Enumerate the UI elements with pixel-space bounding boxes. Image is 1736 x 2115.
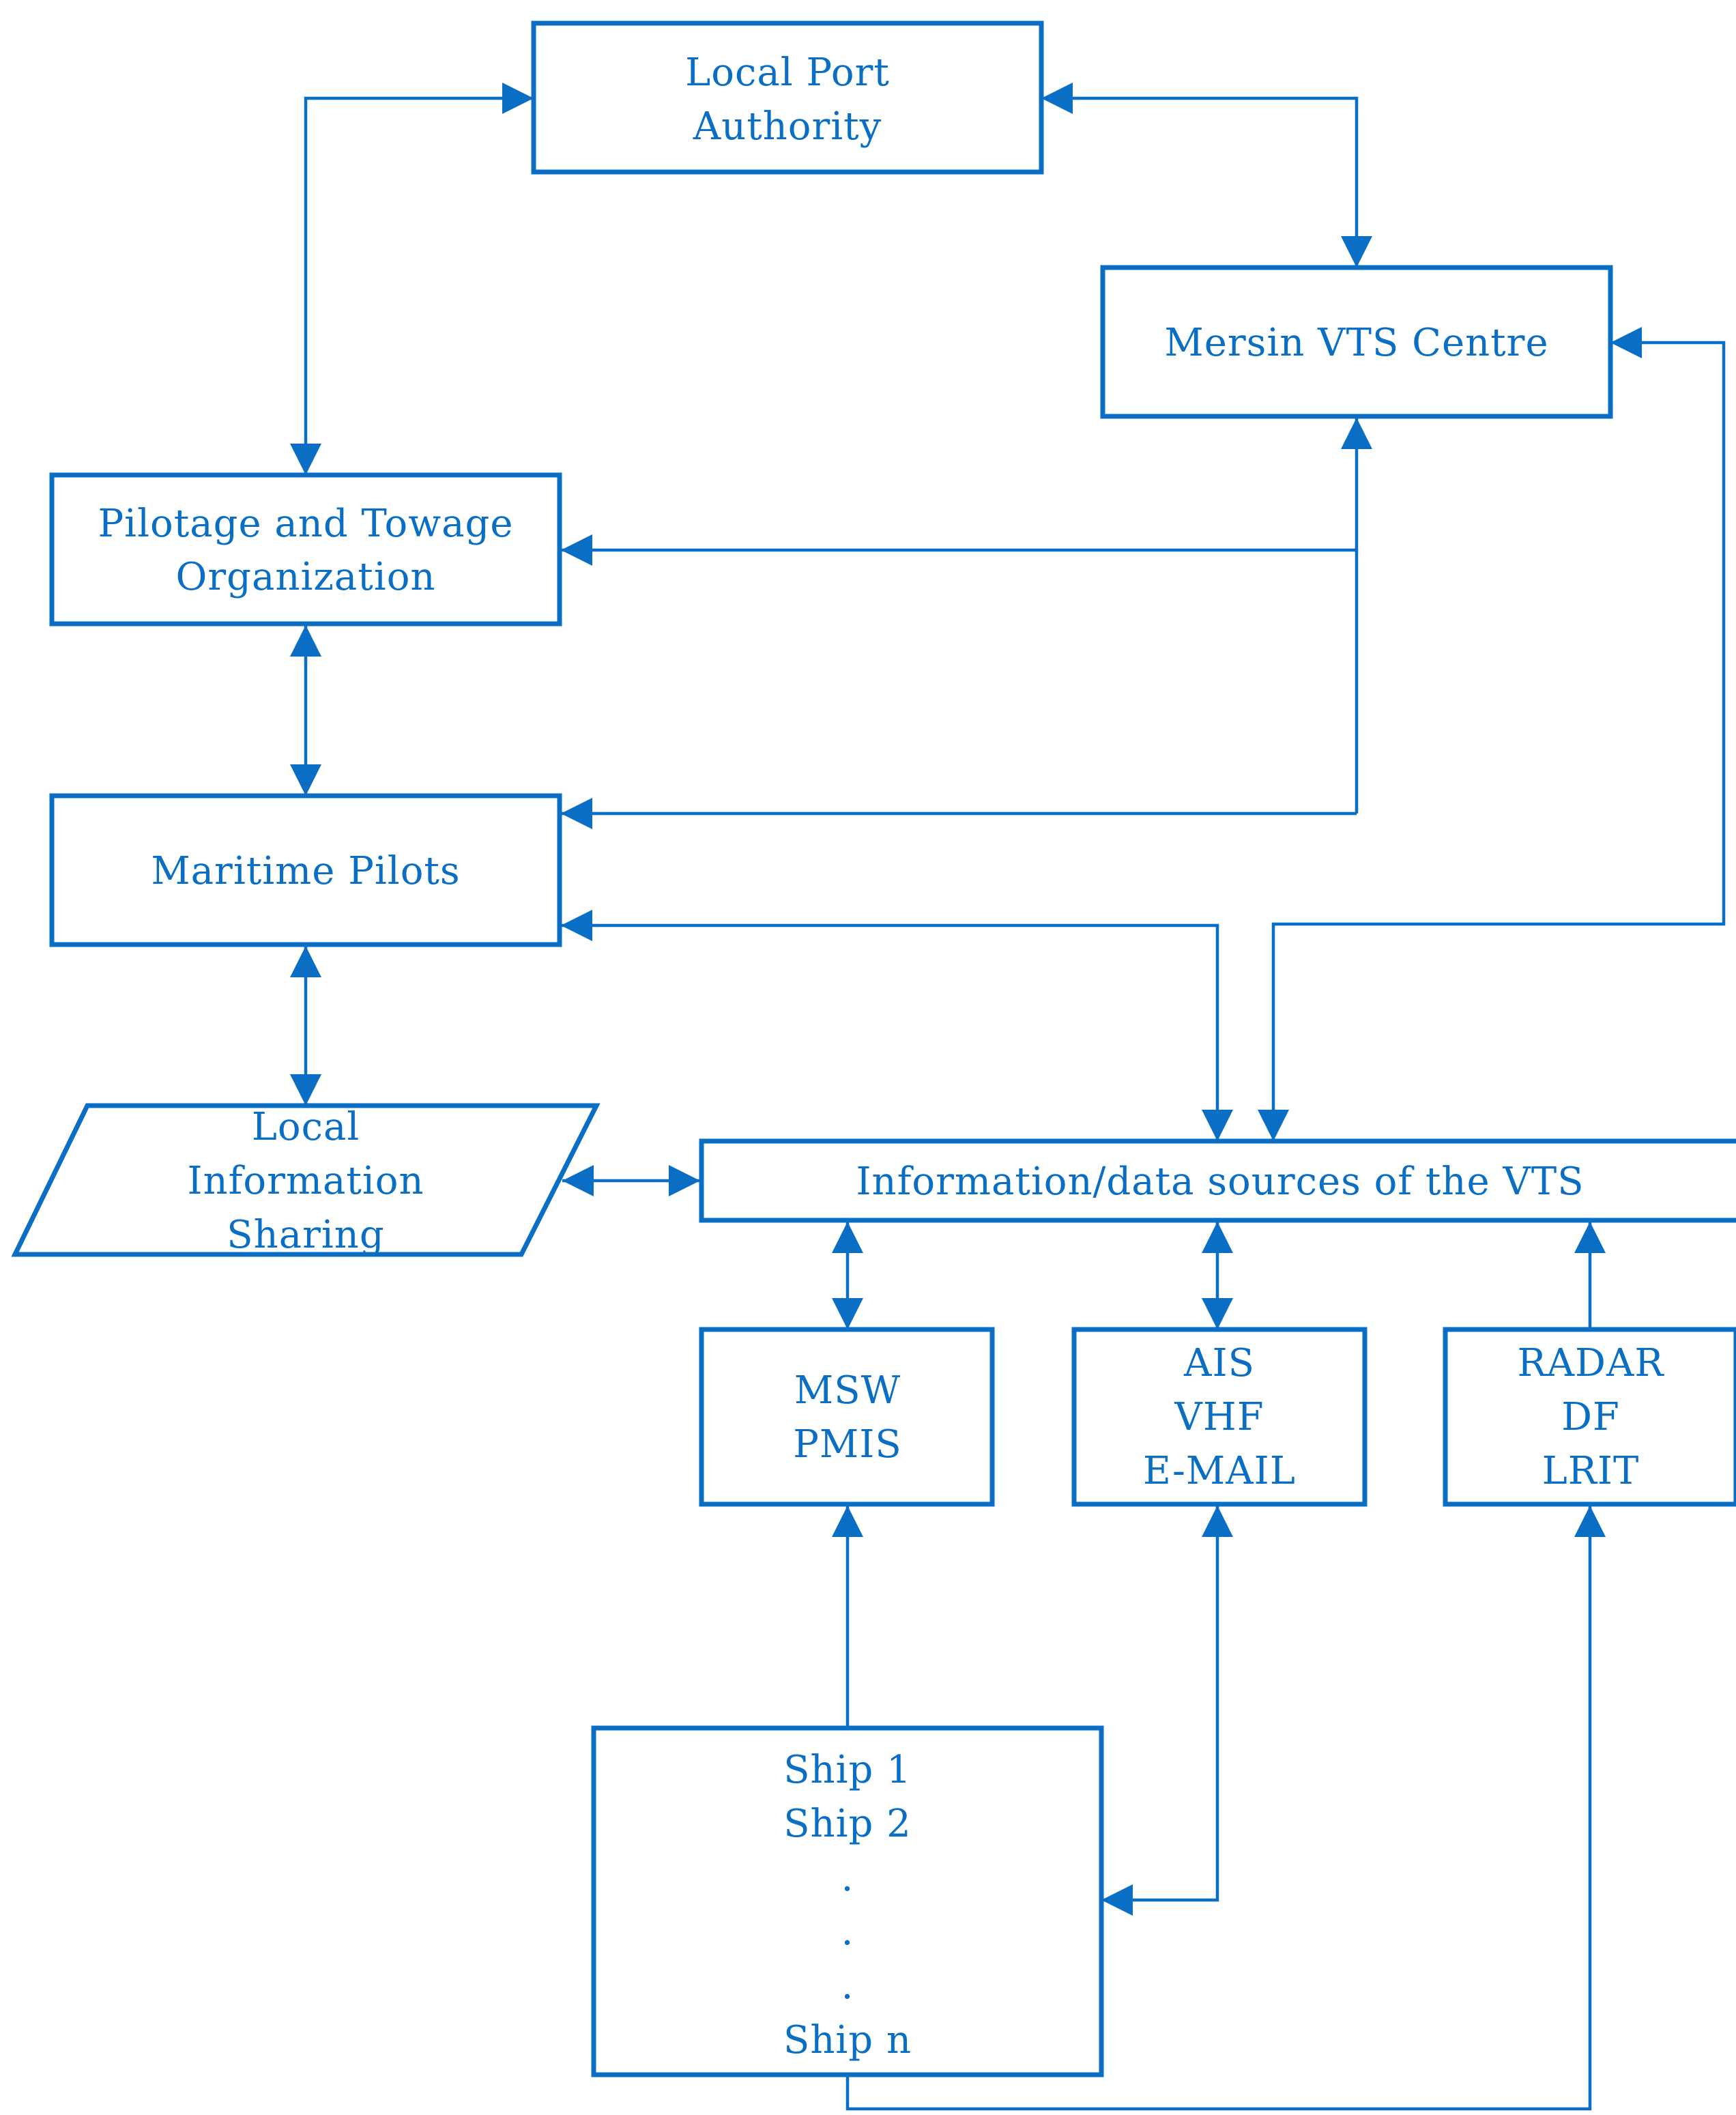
node-label: Local: [252, 1105, 360, 1149]
node-label: PMIS: [793, 1422, 902, 1467]
node-local-information-sharing: Local Information Sharing: [11, 1103, 601, 1257]
node-label: .: [841, 1910, 854, 1954]
node-label: LRIT: [1542, 1449, 1640, 1493]
edge-maritime-pilots-vts-sources: [561, 910, 1233, 1141]
node-mersin-vts-centre: Mersin VTS Centre: [1100, 265, 1613, 419]
node-label: DF: [1561, 1395, 1620, 1439]
node-label: AIS: [1183, 1341, 1255, 1385]
connectors: [290, 83, 1726, 2111]
node-maritime-pilots: Maritime Pilots: [49, 793, 562, 947]
node-label: Authority: [693, 104, 882, 149]
node-label: Ship n: [783, 2018, 912, 2062]
node-label: Maritime Pilots: [151, 849, 460, 893]
edge-ships-radar: [845, 1506, 1606, 2111]
node-label: VHF: [1174, 1395, 1264, 1439]
node-radar-df-lrit: RADAR DF LRIT: [1443, 1327, 1736, 1507]
node-msw-pmis: MSW PMIS: [699, 1327, 995, 1507]
node-ais-vhf-email: AIS VHF E-MAIL: [1071, 1327, 1368, 1507]
node-label: Sharing: [227, 1213, 384, 1257]
node-ships: Ship 1 Ship 2 . . . Ship n: [591, 1725, 1104, 2077]
node-label: Ship 2: [783, 1802, 912, 1846]
node-vts-information-sources: Information/data sources of the VTS: [699, 1138, 1736, 1223]
edge-port-authority-vts-centre: [1041, 83, 1372, 268]
node-label: RADAR: [1517, 1341, 1664, 1385]
node-label: Pilotage and Towage: [98, 502, 513, 546]
node-label: .: [841, 1856, 854, 1900]
edge-port-authority-pilotage: [290, 83, 534, 475]
node-label: Local Port: [685, 51, 890, 95]
node-label: Ship 1: [783, 1748, 912, 1792]
node-pilotage-towage-organization: Pilotage and Towage Organization: [49, 472, 562, 627]
edge-vts-sources-vts-centre: [1258, 327, 1726, 1141]
edge-ships-ais: [1101, 1506, 1233, 1916]
node-label: Information/data sources of the VTS: [856, 1160, 1584, 1204]
node-label: Information: [187, 1159, 424, 1203]
node-label: Mersin VTS Centre: [1164, 321, 1548, 365]
node-local-port-authority: Local Port Authority: [531, 20, 1044, 175]
node-label: Organization: [176, 555, 436, 599]
node-label: E-MAIL: [1143, 1449, 1296, 1493]
node-label: MSW: [794, 1368, 901, 1413]
node-label: .: [841, 1963, 854, 2008]
